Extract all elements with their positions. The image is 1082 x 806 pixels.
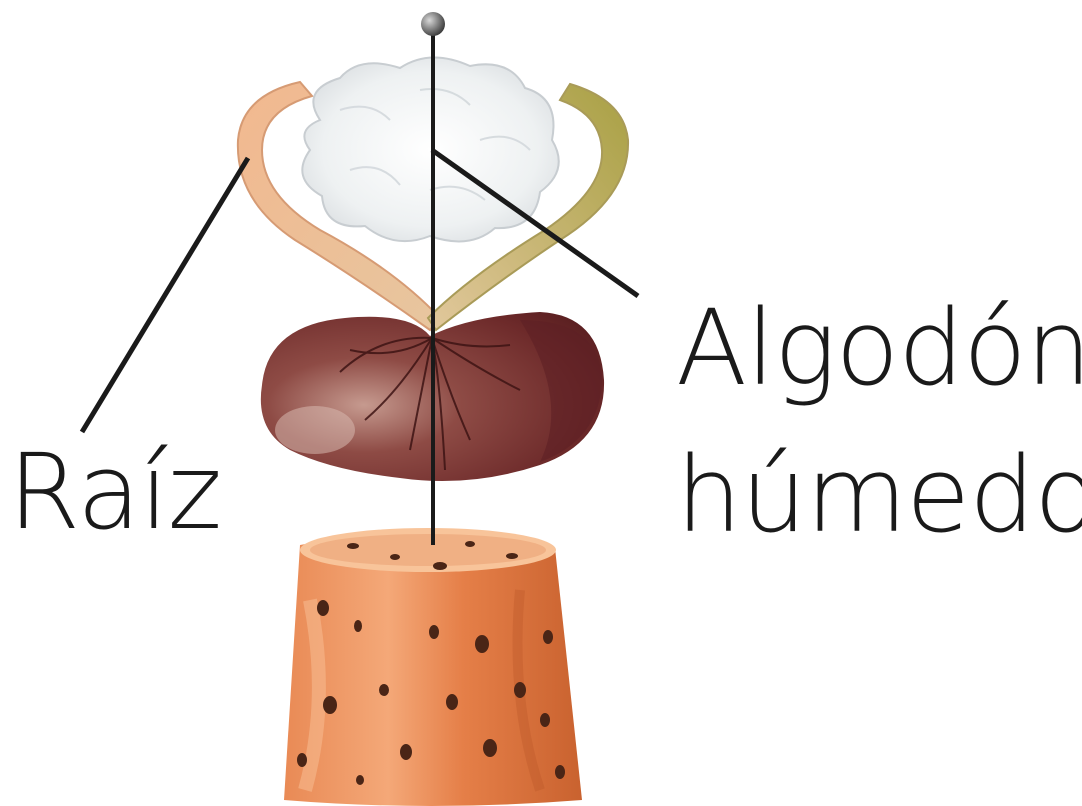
cotton-label-line2: húmedo <box>676 443 1082 547</box>
cotton-label-line1: Algodón <box>676 296 1082 400</box>
root-label: Raíz <box>8 440 221 544</box>
root-leader-line <box>82 158 248 432</box>
cork <box>284 528 582 806</box>
